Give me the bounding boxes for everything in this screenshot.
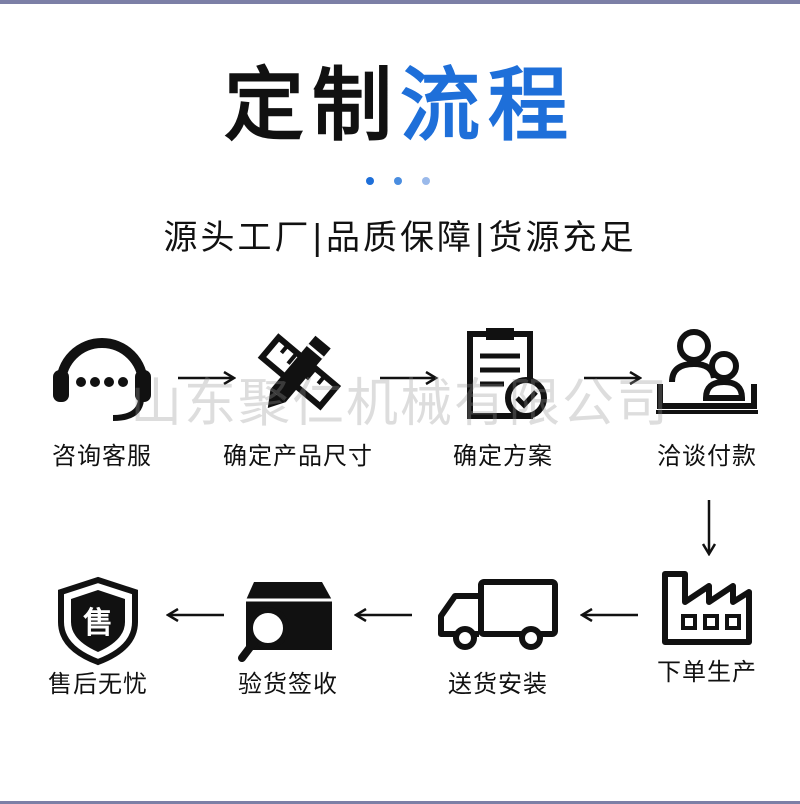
step-label: 送货安装 (448, 670, 548, 698)
step-label: 验货签收 (238, 670, 338, 698)
pencil-ruler-icon (257, 333, 342, 411)
step-order-production: 下单生产 (612, 566, 800, 716)
factory-icon (662, 571, 752, 645)
title-blue-part: 流程 (400, 59, 576, 152)
arrow-left-icon (580, 608, 638, 622)
bottom-border (0, 801, 800, 804)
decorative-dots (366, 177, 436, 187)
title-black-part: 定制 (224, 59, 400, 152)
step-inspect-sign: 验货签收 (193, 574, 383, 724)
step-label: 下单生产 (657, 658, 757, 686)
dot-icon (422, 177, 430, 185)
shield-glyph: 售 (83, 606, 113, 641)
step-after-sales: 售 售后无忧 (3, 576, 193, 726)
arrow-right-icon (380, 371, 438, 385)
headset-icon (53, 338, 151, 421)
box-magnifier-icon (238, 582, 332, 662)
step-confirm-size: 确定产品尺寸 (203, 322, 393, 472)
arrow-left-icon (354, 608, 412, 622)
subtitle: 源头工厂|品质保障|货源充足 (163, 218, 637, 258)
step-negotiate-payment: 洽谈付款 (612, 322, 800, 472)
step-confirm-plan: 确定方案 (408, 322, 598, 472)
step-consult: 咨询客服 (7, 322, 197, 472)
step-label: 确定产品尺寸 (223, 442, 373, 470)
dot-icon (394, 177, 402, 185)
page-title: 定制流程 (0, 58, 800, 154)
arrow-left-icon (166, 608, 224, 622)
step-delivery-install: 送货安装 (403, 574, 593, 724)
arrow-down-icon (701, 500, 717, 556)
top-border (0, 0, 800, 4)
dot-icon (366, 177, 374, 185)
clipboard-check-icon (467, 328, 547, 419)
step-label: 洽谈付款 (657, 442, 757, 470)
shield-icon: 售 (58, 576, 138, 666)
step-label: 售后无忧 (48, 670, 148, 698)
step-label: 咨询客服 (52, 442, 152, 470)
truck-icon (438, 579, 558, 650)
arrow-right-icon (178, 371, 236, 385)
arrow-right-icon (584, 371, 642, 385)
step-label: 确定方案 (453, 442, 553, 470)
meeting-icon (656, 329, 758, 414)
